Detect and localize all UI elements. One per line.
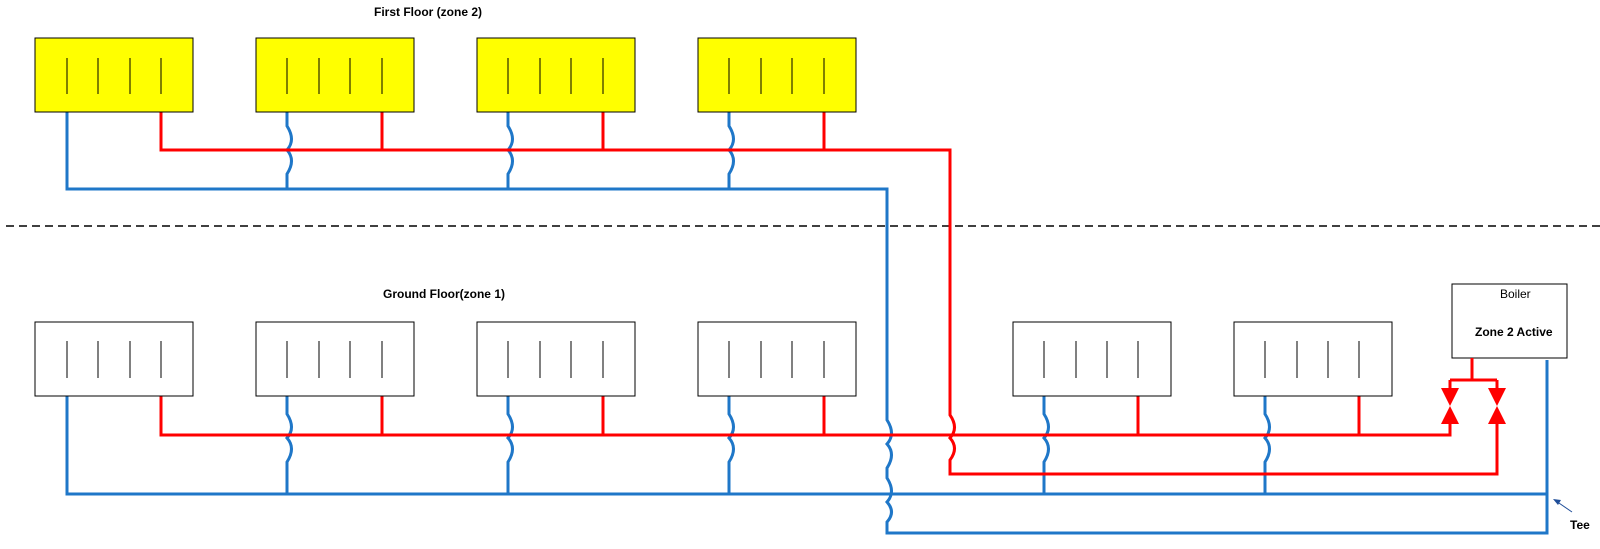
first-floor-radiator-4	[697, 37, 857, 113]
first-floor-return-main	[65, 112, 889, 400]
ground-floor-return-drop-6	[1262, 396, 1271, 494]
zone-1-valve-icon-lower	[1441, 406, 1459, 424]
first-floor-flow-main	[159, 112, 1499, 476]
first-floor-return-riser	[884, 360, 1549, 535]
ground-floor-return-main	[65, 396, 1547, 496]
first-floor-radiator-3	[476, 37, 636, 113]
first-floor-radiator-2	[255, 37, 415, 113]
tee-label: Tee	[1570, 518, 1590, 532]
ground-floor-radiator-4	[697, 321, 857, 397]
ground-floor-label: Ground Floor(zone 1)	[383, 287, 505, 301]
ground-floor-return-drop-4	[726, 396, 735, 494]
ground-floor-return-drop-2	[284, 396, 293, 494]
first-floor-radiator-1	[34, 37, 194, 113]
ground-floor-radiator-6	[1233, 321, 1393, 397]
boiler-status: Zone 2 Active	[1475, 325, 1553, 339]
ground-floor-flow-main	[159, 396, 1452, 437]
boiler-box	[1451, 283, 1568, 359]
zone-2-valve-icon-lower	[1488, 406, 1506, 424]
zone-1-valve	[1441, 388, 1459, 424]
boiler: Boiler Zone 2 Active	[1451, 283, 1568, 359]
ground-floor-return-drop-5	[1041, 396, 1050, 494]
ground-floor-radiator-2	[255, 321, 415, 397]
first-floor-label: First Floor (zone 2)	[374, 5, 482, 19]
zone-1-valve-icon	[1441, 388, 1459, 406]
zone-2-valve-icon	[1488, 388, 1506, 406]
zone-2-valve	[1488, 388, 1506, 424]
tee-arrowhead	[1553, 499, 1561, 505]
ground-floor-radiator-5	[1012, 321, 1172, 397]
boiler-label: Boiler	[1500, 287, 1531, 301]
boiler-flow-manifold	[1448, 358, 1499, 388]
ground-floor-radiator-3	[476, 321, 636, 397]
ground-floor-return-drop-3	[505, 396, 514, 494]
ground-floor-radiator-1	[34, 321, 194, 397]
